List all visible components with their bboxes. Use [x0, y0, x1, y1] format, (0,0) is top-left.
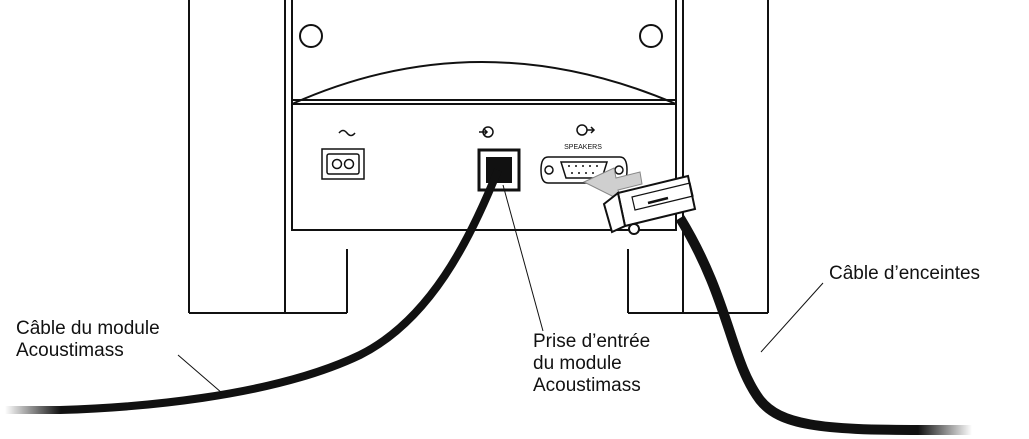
- input-jack-leader: [502, 184, 544, 332]
- module-cable-label: Câble du module Acoustimass: [16, 318, 160, 362]
- input-jack-label-line1: Prise d’entrée: [533, 331, 651, 352]
- module-cable-label-line2: Acoustimass: [16, 340, 124, 361]
- speaker-cable: [675, 215, 921, 435]
- speaker-cable-label: Câble d’enceintes: [829, 263, 980, 285]
- input-jack-label-line3: Acoustimass: [533, 375, 641, 396]
- input-icon: [479, 126, 494, 138]
- output-icon: [576, 124, 596, 136]
- ac-power-jack: [321, 129, 365, 180]
- module-cable: [59, 168, 502, 414]
- module-cable-fade: [5, 406, 61, 414]
- module-cable-leader: [177, 354, 223, 394]
- input-jack-label-line2: du module: [533, 353, 622, 374]
- speaker-cable-leader: [760, 282, 824, 353]
- input-jack-label: Prise d’entrée du module Acoustimass: [533, 331, 650, 397]
- speakers-port-label: SPEAKERS: [564, 144, 602, 151]
- speaker-cable-fade: [918, 425, 972, 435]
- ac-power-icon: [338, 129, 356, 137]
- speaker-plug: [602, 174, 697, 235]
- speaker-cable-label-line1: Câble d’enceintes: [829, 263, 981, 284]
- module-cable-label-line1: Câble du module: [16, 318, 160, 339]
